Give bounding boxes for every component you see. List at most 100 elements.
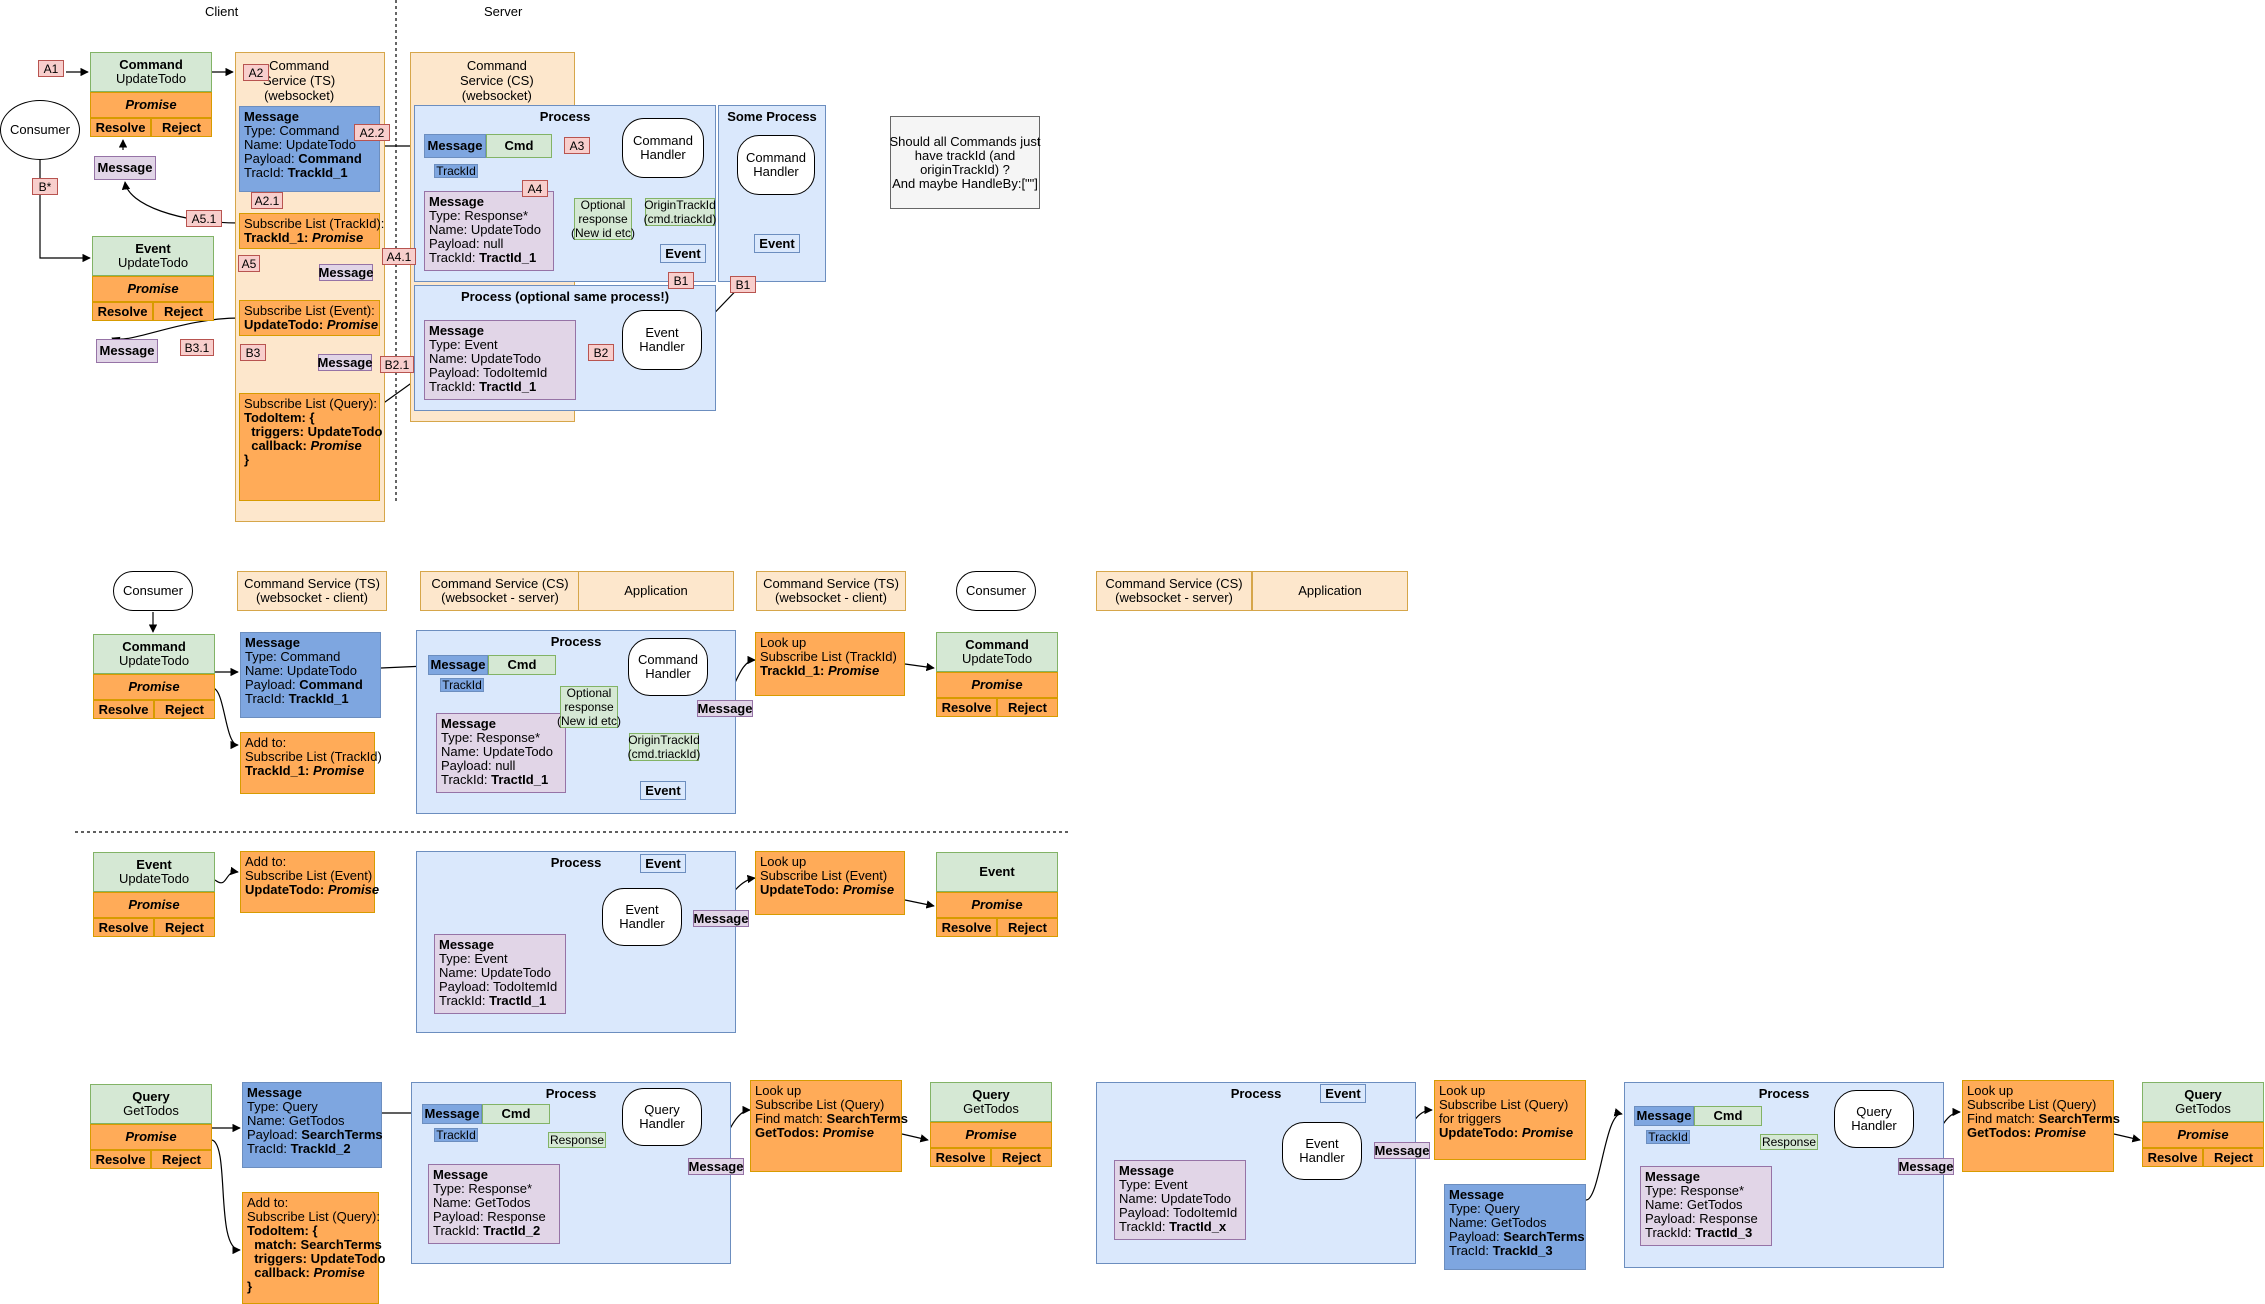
label-server: Server — [484, 4, 523, 19]
event-card-3-reject-button[interactable]: Reject — [997, 918, 1058, 937]
process-title: Process — [1758, 1086, 1810, 1101]
message-tag-i-text: Message — [1898, 1158, 1954, 1174]
sub-list-event-1: Subscribe List (Event): UpdateTodo: Prom… — [239, 300, 380, 336]
message-response-q2: Message Type: Response* Name: GetTodos P… — [428, 1164, 560, 1244]
connector-arrow — [214, 866, 239, 884]
event-tag-3: Event — [640, 781, 686, 800]
command-card-3-resolve-button[interactable]: Resolve — [936, 698, 997, 717]
message-response-1: Message Type: Response* Name: UpdateTodo… — [424, 191, 554, 271]
command-card-2-reject-button[interactable]: Reject — [154, 700, 215, 719]
trackid-tag-4-text: TrackId — [1648, 1130, 1688, 1144]
event-card-1-reject-button[interactable]: Reject — [153, 302, 214, 321]
connector-arrow — [901, 1133, 929, 1143]
query-card-2-promise: Promise — [930, 1122, 1052, 1148]
command-card-2-resolve-button[interactable]: Resolve — [93, 700, 154, 719]
message-response-2: Message Type: Response* Name: UpdateTodo… — [436, 713, 566, 793]
consumer-1: Consumer — [0, 100, 80, 160]
trackid-tag-2-text: TrackId — [442, 678, 482, 692]
command-card-1-resolve-button[interactable]: Resolve — [90, 118, 151, 137]
process-title: Process — [539, 109, 591, 124]
command-card-1-header: Command UpdateTodo — [90, 52, 212, 92]
command-handler-1: Command Handler — [622, 118, 704, 178]
message-tag-f-text: Message — [693, 910, 749, 926]
command-card-3-reject-button[interactable]: Reject — [997, 698, 1058, 717]
badge-a3: A3 — [564, 137, 590, 154]
response-tag-1-text: Response — [549, 1133, 605, 1147]
response-tag-2-text: Response — [1761, 1135, 1817, 1149]
message-response-q3: Message Type: Response* Name: GetTodos P… — [1640, 1166, 1772, 1246]
sub-list-trackid-1: Subscribe List (TrackId): TrackId_1: Pro… — [239, 213, 384, 249]
message-tag-b-text: Message — [99, 343, 155, 358]
event-tag-1: Event — [660, 244, 706, 263]
consumer-3: Consumer — [956, 571, 1036, 611]
event-handler-1-text: Event Handler — [639, 325, 685, 354]
query-card-3-resolve-button[interactable]: Resolve — [2142, 1148, 2203, 1167]
message-event-x: Message Type: Event Name: UpdateTodo Pay… — [1114, 1160, 1246, 1240]
cmd-head-2: Cmd — [488, 655, 556, 675]
cmd-head-3-text: Cmd — [501, 1106, 531, 1121]
query-card-1-resolve-button[interactable]: Resolve — [90, 1150, 151, 1169]
message-tag-f: Message — [693, 910, 749, 927]
cs-cs-3-text: Command Service (CS) (websocket - server… — [1105, 576, 1243, 605]
event-tag-2-text: Event — [759, 235, 795, 251]
message-tag-e-text: Message — [697, 700, 753, 716]
optional-response-2: Optional response (New id etc) — [557, 686, 621, 728]
badge-b2_1: B2.1 — [380, 356, 414, 373]
cmd-head-1: Cmd — [486, 134, 552, 158]
cs-cs-2: Command Service (CS) (websocket - server… — [420, 571, 580, 611]
lookup-query-1: Look up Subscribe List (Query) Find matc… — [750, 1080, 908, 1172]
message-command-1: Message Type: Command Name: UpdateTodo P… — [239, 106, 380, 192]
event-handler-2: Event Handler — [602, 888, 682, 946]
lookup-event-2: Look up Subscribe List (Event) UpdateTod… — [755, 851, 905, 915]
query-card-3-reject-button[interactable]: Reject — [2203, 1148, 2264, 1167]
trackid-tag-1-text: TrackId — [436, 164, 476, 178]
cs-cs-2-text: Command Service (CS) (websocket - server… — [431, 576, 569, 605]
message-head-3-text: Message — [424, 1106, 480, 1121]
app-3-text: Application — [1298, 583, 1362, 598]
process-title: Process — [545, 1086, 597, 1101]
cmd-head-3: Cmd — [482, 1104, 550, 1124]
cs-ts-3: Command Service (TS) (websocket - client… — [756, 571, 906, 611]
message-head-4: Message — [1634, 1106, 1694, 1126]
origin-trackid-2-text: OriginTrackId (cmd.triackId) — [627, 733, 701, 761]
message-tag-a: Message — [94, 156, 156, 180]
command-card-1-reject-button[interactable]: Reject — [151, 118, 212, 137]
message-tag-a-text: Message — [97, 160, 153, 175]
message-query-3: Message Type: Query Name: GetTodos Paylo… — [1444, 1184, 1586, 1270]
command-card-2-header: Command UpdateTodo — [93, 634, 215, 674]
event-handler-1: Event Handler — [622, 310, 702, 370]
trackid-tag-4: TrackId — [1646, 1130, 1690, 1144]
query-card-2-header: Query GetTodos — [930, 1082, 1052, 1122]
process-title: Process (optional same process!) — [460, 289, 670, 304]
badge-a2: A2 — [243, 64, 269, 81]
message-head-2: Message — [428, 655, 488, 675]
optional-response-1-text: Optional response (New id etc) — [571, 198, 636, 240]
message-head-2-text: Message — [430, 657, 486, 672]
event-card-3-resolve-button[interactable]: Resolve — [936, 918, 997, 937]
note-1: Should all Commands just have trackId (a… — [889, 116, 1041, 209]
label-cs-ts-1: Command Service (TS) (websocket) — [263, 58, 336, 103]
process-title: Process — [550, 855, 602, 870]
command-card-2-promise-text: Promise — [128, 679, 180, 694]
message-tag-h: Message — [1374, 1142, 1430, 1159]
message-tag-h-text: Message — [1374, 1142, 1430, 1158]
query-card-2-reject-button[interactable]: Reject — [991, 1148, 1052, 1167]
command-card-3-promise: Promise — [936, 672, 1058, 698]
note-1-text: Should all Commands just have trackId (a… — [889, 133, 1041, 191]
event-card-2-resolve-button[interactable]: Resolve — [93, 918, 154, 937]
query-handler-1-text: Query Handler — [639, 1102, 685, 1131]
badge-b2: B2 — [588, 344, 614, 361]
consumer-2-text: Consumer — [123, 583, 183, 598]
query-card-2-resolve-button[interactable]: Resolve — [930, 1148, 991, 1167]
event-card-2-reject-button[interactable]: Reject — [154, 918, 215, 937]
message-head-1-text: Message — [427, 138, 483, 153]
query-card-1-reject-button[interactable]: Reject — [151, 1150, 212, 1169]
label-client: Client — [205, 4, 239, 19]
lookup-trackid-2: Look up Subscribe List (TrackId) TrackId… — [755, 632, 905, 696]
add-trackid-2: Add to: Subscribe List (TrackId) TrackId… — [240, 732, 382, 794]
event-card-1-resolve-button[interactable]: Resolve — [92, 302, 153, 321]
command-card-3-header: Command UpdateTodo — [936, 632, 1058, 672]
badge-a4_1: A4.1 — [382, 248, 416, 265]
cs-ts-3-text: Command Service (TS) (websocket - client… — [763, 576, 899, 605]
trackid-tag-3-text: TrackId — [436, 1128, 476, 1142]
